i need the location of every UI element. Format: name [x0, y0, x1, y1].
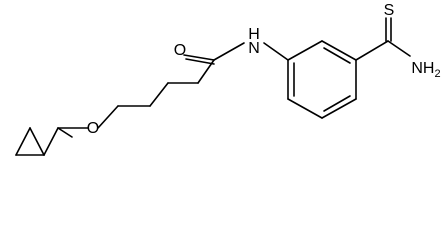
- bond: [149, 82, 169, 107]
- atom-label-n-amide-n: N: [248, 40, 260, 57]
- bond: [97, 105, 119, 129]
- bond: [321, 40, 357, 61]
- atom-labels: O O H N S NH2: [87, 2, 441, 137]
- atom-label-o-ether: O: [87, 120, 99, 137]
- chemical-structure-diagram: O O H N S NH2: [15, 2, 441, 156]
- atom-label-n-amide: H: [248, 26, 260, 43]
- bond: [183, 54, 215, 61]
- bond: [321, 98, 357, 119]
- bond: [15, 127, 31, 156]
- carbonyl-group: [183, 42, 245, 65]
- atom-label-nh2: NH2: [411, 60, 440, 80]
- bond: [287, 40, 323, 61]
- cyclopropyl-ring: [15, 127, 45, 156]
- bond: [287, 98, 323, 119]
- bond: [263, 42, 289, 61]
- bond: [213, 42, 245, 61]
- bond: [185, 58, 215, 65]
- bond: [323, 95, 351, 112]
- bond: [57, 127, 73, 138]
- atom-label-s-thioamide: S: [384, 2, 395, 19]
- bond: [43, 127, 59, 156]
- benzene-ring: [287, 40, 357, 119]
- amine-subscript: 2: [434, 68, 440, 80]
- bond: [29, 127, 45, 156]
- bond: [355, 40, 389, 61]
- bond: [387, 40, 411, 57]
- alkyl-chain: [43, 59, 215, 156]
- bond: [323, 47, 351, 64]
- amine-nh: NH: [411, 60, 434, 77]
- atom-label-o-carbonyl: O: [174, 42, 186, 59]
- thioamide-group: [355, 17, 411, 61]
